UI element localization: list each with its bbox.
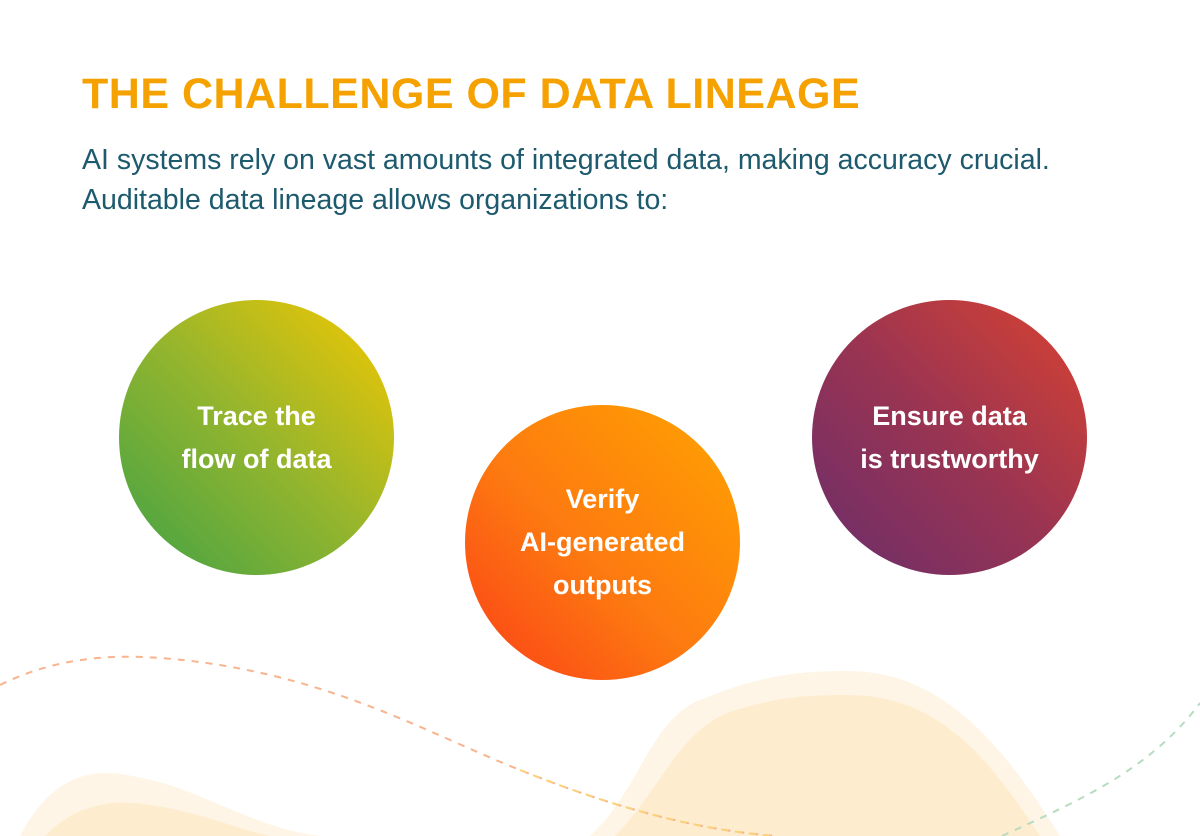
hill-left-inner [45, 802, 270, 836]
page-title: THE CHALLENGE OF DATA LINEAGE [82, 70, 861, 118]
circle-label-line: AI-generated [519, 527, 686, 557]
circle-ensure-trust: Ensure data is trustworthy [812, 300, 1087, 575]
circle-label-line: outputs [553, 570, 652, 600]
circle-verify-outputs: Verify AI-generated outputs [465, 405, 740, 680]
circle-label-line: flow of data [181, 443, 332, 474]
circle-label-line: is trustworthy [860, 443, 1039, 474]
hill-right-inner [615, 695, 1040, 836]
circle-label-line: Ensure data [872, 400, 1027, 431]
intro-text: AI systems rely on vast amounts of integ… [82, 144, 1050, 216]
circle-label-line: Verify [565, 484, 640, 514]
circle-label-line: Trace the [197, 400, 316, 431]
dashed-line-green [1001, 702, 1200, 836]
circle-trace-flow: Trace the flow of data [119, 300, 394, 575]
